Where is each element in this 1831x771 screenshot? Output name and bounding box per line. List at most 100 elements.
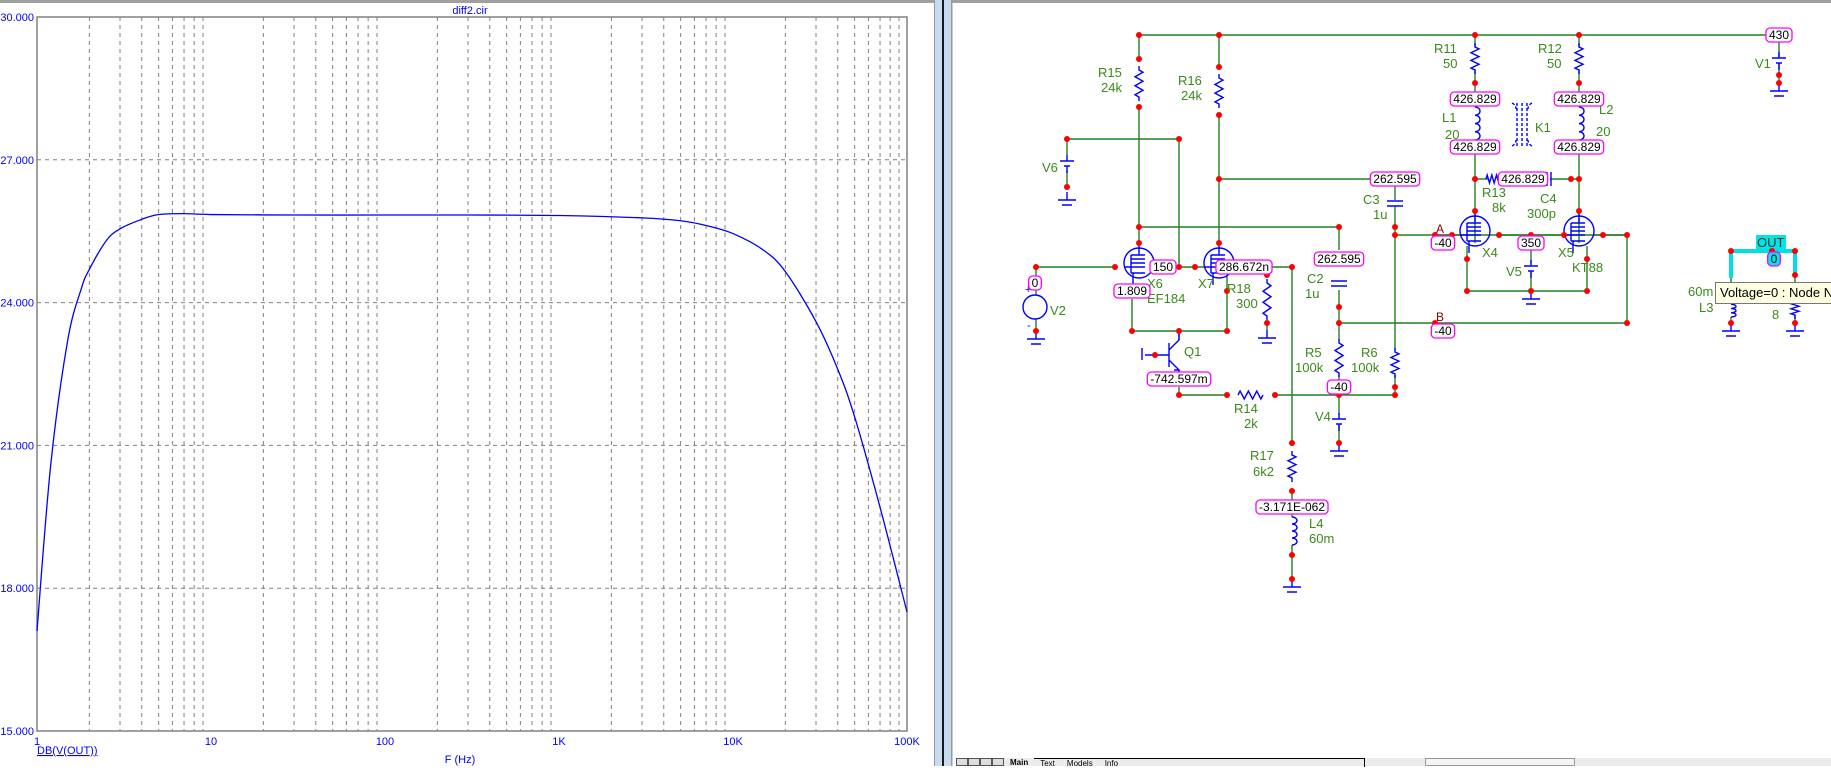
v4-battery-symbol[interactable] [1332,413,1346,431]
r16-value[interactable]: 24k [1181,88,1202,103]
l2-value[interactable]: 20 [1596,124,1610,139]
r14-name[interactable]: R14 [1234,401,1258,416]
node-name-out[interactable]: OUT [1757,235,1785,250]
tab-next-button[interactable] [980,758,992,766]
r5-name[interactable]: R5 [1305,345,1322,360]
node-voltage[interactable]: 286.672n [1215,259,1273,275]
l1-inductor-symbol[interactable] [1474,106,1481,141]
v2-ac-source-symbol[interactable]: +- [1022,284,1048,332]
schematic-canvas[interactable]: +- R15 24k R16 24k V6 C3 1u C2 1u X6 EF1… [951,3,1831,766]
node-voltage[interactable]: 426.829 [1553,91,1605,107]
r15-resistor-symbol[interactable] [1133,66,1145,101]
v5-battery-symbol[interactable] [1524,260,1538,278]
r16-name[interactable]: R16 [1178,73,1202,88]
r18-name[interactable]: R18 [1227,281,1251,296]
c3-value[interactable]: 1u [1373,207,1387,222]
l4-name[interactable]: L4 [1309,516,1323,531]
node-voltage[interactable]: -742.597m [1146,371,1212,387]
r15-value[interactable]: 24k [1101,80,1122,95]
c2-capacitor-symbol[interactable] [1331,280,1347,287]
r14-resistor-symbol[interactable] [1237,389,1264,401]
q1-npn-transistor-symbol[interactable] [1141,331,1181,372]
tab-main[interactable]: Main [1010,758,1029,766]
l4-value[interactable]: 60m [1309,531,1334,546]
x4-pentode-symbol[interactable] [1459,211,1491,253]
tab-last-button[interactable] [992,758,1004,766]
node-voltage-out[interactable]: 0 [1767,251,1781,267]
r16-resistor-symbol[interactable] [1213,74,1225,108]
node-voltage[interactable]: 150 [1149,259,1177,275]
node-voltage[interactable]: 350 [1517,235,1545,251]
c4-value[interactable]: 300p [1527,206,1556,221]
node-voltage[interactable]: 426.829 [1449,139,1501,155]
k1-coupling-symbol[interactable] [1511,102,1533,147]
r13-value[interactable]: 8k [1492,200,1506,215]
r11-name[interactable]: R11 [1434,41,1457,56]
node-voltage[interactable]: -40 [1326,379,1352,395]
r5-resistor-symbol[interactable] [1333,339,1345,377]
node-name-b[interactable]: B [1436,310,1444,324]
r13-name[interactable]: R13 [1482,185,1506,200]
v5-name[interactable]: V5 [1506,264,1522,279]
q1-name[interactable]: Q1 [1184,344,1201,359]
k1-name[interactable]: K1 [1535,120,1551,135]
node-voltage[interactable]: -3.171E-062 [1255,499,1329,515]
node-voltage[interactable]: 262.595 [1369,171,1421,187]
trace-legend[interactable]: DB(V(OUT)) [37,745,98,757]
l3-name[interactable]: L3 [1699,300,1713,315]
l4-inductor-symbol[interactable] [1291,516,1298,546]
r18-resistor-symbol[interactable] [1261,279,1273,320]
node-voltage[interactable]: 430 [1765,27,1793,43]
c2-value[interactable]: 1u [1305,286,1319,301]
rload-value[interactable]: 8 [1772,307,1779,322]
r17-resistor-symbol[interactable] [1286,451,1298,482]
r6-name[interactable]: R6 [1361,345,1378,360]
x4-name[interactable]: X4 [1482,245,1498,260]
tab-models[interactable]: Models [1060,758,1099,767]
pane-splitter[interactable] [934,0,952,766]
r6-value[interactable]: 100k [1351,360,1380,375]
r11-resistor-symbol[interactable] [1469,43,1481,74]
x5-name[interactable]: X5 [1558,245,1574,260]
tab-first-button[interactable] [956,758,968,766]
node-name-a[interactable]: A [1436,222,1444,236]
l3-value[interactable]: 60m [1688,284,1713,299]
r12-resistor-symbol[interactable] [1573,43,1585,74]
node-voltage[interactable]: 1.809 [1113,283,1151,299]
c2-name[interactable]: C2 [1307,271,1324,286]
v2-name[interactable]: V2 [1050,303,1066,318]
x5-value[interactable]: KT88 [1572,260,1603,275]
node-voltage[interactable]: 0 [1028,275,1042,291]
r15-name[interactable]: R15 [1098,65,1122,80]
tab-prev-button[interactable] [968,758,980,766]
v1-name[interactable]: V1 [1755,56,1771,71]
node-voltage[interactable]: 426.829 [1497,171,1549,187]
r17-value[interactable]: 6k2 [1253,464,1274,479]
c4-name[interactable]: C4 [1540,191,1557,206]
x6-value[interactable]: EF184 [1147,291,1185,306]
r6-resistor-symbol[interactable] [1389,348,1401,378]
tab-text[interactable]: Text [1034,758,1061,767]
v1-battery-symbol[interactable] [1772,52,1786,70]
r14-value[interactable]: 2k [1244,416,1258,431]
r18-value[interactable]: 300 [1236,296,1258,311]
r12-name[interactable]: R12 [1538,41,1562,56]
v4-name[interactable]: V4 [1315,409,1331,424]
r17-name[interactable]: R17 [1250,448,1274,463]
node-voltage[interactable]: 426.829 [1553,139,1605,155]
x6-name[interactable]: X6 [1147,276,1163,291]
c3-name[interactable]: C3 [1363,192,1380,207]
l1-value[interactable]: 20 [1445,127,1459,142]
l2-inductor-symbol[interactable] [1578,106,1585,141]
v6-battery-symbol[interactable] [1060,155,1074,173]
r5-value[interactable]: 100k [1295,360,1324,375]
l1-name[interactable]: L1 [1442,110,1456,125]
r11-value[interactable]: 50 [1443,56,1457,71]
l2-name[interactable]: L2 [1599,102,1613,117]
tab-info[interactable]: Info [1098,758,1125,767]
x7-name[interactable]: X7 [1198,276,1214,291]
horizontal-scrollbar[interactable] [1425,758,1576,766]
r12-value[interactable]: 50 [1547,56,1561,71]
v6-name[interactable]: V6 [1042,160,1058,175]
node-voltage[interactable]: 262.595 [1313,251,1365,267]
